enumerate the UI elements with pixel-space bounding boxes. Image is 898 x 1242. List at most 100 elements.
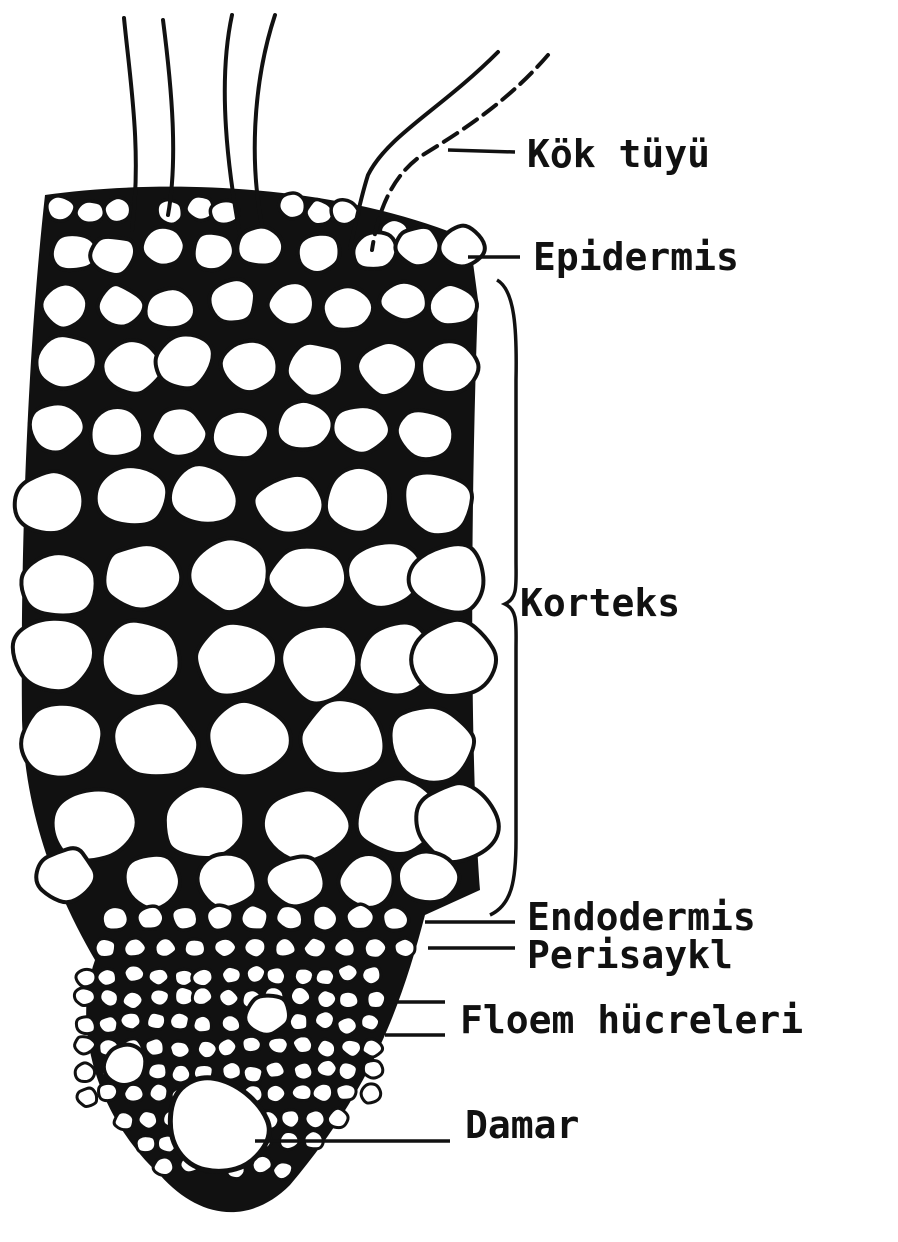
pericycle-cell	[334, 937, 355, 957]
endodermis-cell	[172, 906, 198, 930]
endodermis-cell	[241, 905, 268, 931]
phloem-cell	[124, 1084, 144, 1102]
phloem-cell	[246, 965, 265, 984]
pericycle-cell	[124, 938, 147, 957]
endodermis-cell	[382, 907, 408, 931]
pericycle-cell	[184, 939, 205, 957]
phloem-cell	[317, 990, 337, 1009]
phloem-cell	[315, 1011, 335, 1030]
phloem-cell	[337, 964, 358, 982]
phloem-cell	[114, 1112, 134, 1130]
phloem-cell	[362, 966, 381, 985]
pericycle-cell	[394, 938, 415, 957]
endodermis-cell	[276, 905, 303, 930]
phloem-cell	[148, 1063, 167, 1080]
phloem-cell	[222, 1062, 241, 1081]
cortex-cell	[125, 855, 180, 909]
phloem-cell	[171, 1064, 191, 1082]
phloem-cell	[281, 1110, 300, 1128]
phloem-cell	[76, 1017, 95, 1034]
phloem-cell	[294, 968, 313, 986]
cortex-cell	[36, 848, 95, 902]
cortex-cell	[439, 226, 484, 267]
cortex-cell	[90, 237, 135, 275]
cortex-cell	[326, 467, 389, 533]
phloem-cell	[268, 1037, 289, 1054]
pericycle-cell	[275, 938, 296, 957]
cortex-cell	[15, 471, 84, 533]
phloem-large-cell	[245, 996, 289, 1035]
phloem-cell	[336, 1084, 356, 1100]
endodermis-cell	[312, 905, 337, 931]
phloem-cell	[99, 1083, 118, 1100]
phloem-cell	[363, 1060, 382, 1078]
phloem-cell	[317, 1039, 336, 1058]
label-vessel: Damar	[465, 1103, 579, 1147]
pericycle-cell	[244, 938, 266, 958]
cortex-cell	[323, 286, 373, 330]
phloem-cell	[138, 1111, 158, 1130]
pericycle-cell	[364, 938, 386, 958]
cortex-cell	[21, 553, 95, 615]
phloem-cell	[170, 1012, 190, 1030]
phloem-cell	[242, 1036, 261, 1052]
phloem-cell	[291, 1084, 312, 1101]
phloem-cell	[124, 965, 145, 982]
cortex-cell	[102, 340, 162, 394]
cortex-cell	[267, 547, 346, 609]
phloem-cell	[147, 1012, 166, 1029]
cortex-cell	[21, 704, 102, 778]
phloem-cell	[122, 991, 143, 1009]
phloem-cell	[148, 968, 169, 986]
label-phloem: Floem hücreleri	[460, 998, 803, 1042]
cortex-cell	[197, 854, 256, 908]
phloem-cell	[339, 991, 359, 1008]
phloem-cell	[221, 1015, 240, 1033]
phloem-cell	[100, 989, 119, 1007]
cortex-cell	[353, 232, 396, 269]
phloem-cell	[361, 1084, 381, 1103]
phloem-cell	[315, 969, 334, 986]
phloem-cell	[153, 1157, 174, 1175]
phloem-cell	[312, 1083, 332, 1102]
cortex-cell	[146, 288, 196, 328]
phloem-cell	[367, 990, 386, 1008]
phloem-cell	[145, 1038, 164, 1056]
cortex-cell	[96, 466, 168, 525]
phloem-cell	[75, 1037, 96, 1054]
endodermis-cell	[102, 906, 128, 930]
epidermis-cell	[306, 199, 333, 224]
label-pericycle: Perisaykl	[527, 933, 733, 977]
phloem-cell	[293, 1062, 313, 1080]
cortex-cell	[379, 282, 426, 321]
phloem-cell	[266, 967, 285, 985]
phloem-large-cell	[104, 1045, 146, 1085]
cortex-cell	[104, 544, 181, 609]
phloem-cell	[74, 988, 95, 1006]
epidermis-cell	[47, 196, 75, 221]
phloem-cell	[338, 1062, 357, 1081]
phloem-cell	[273, 1162, 293, 1180]
label-epidermis: Epidermis	[533, 235, 739, 279]
phloem-cell	[243, 1066, 263, 1083]
phloem-cell	[192, 987, 212, 1006]
cortex-cell	[268, 282, 314, 325]
cortex-cell	[395, 227, 439, 266]
pericycle-cell	[155, 938, 177, 958]
phloem-cell	[97, 969, 117, 987]
phloem-cell	[217, 1038, 237, 1057]
cortex-cell	[298, 234, 340, 273]
phloem-cell	[98, 1016, 118, 1034]
cortex-cell	[36, 335, 96, 388]
leader-root-hair	[448, 150, 515, 152]
phloem-cell	[289, 1013, 307, 1031]
phloem-cell	[316, 1059, 337, 1077]
phloem-cell	[219, 988, 239, 1006]
phloem-cell	[266, 1084, 286, 1102]
phloem-cell	[197, 1040, 217, 1058]
phloem-cell	[290, 986, 310, 1005]
phloem-cell	[170, 1041, 190, 1058]
endodermis-cell	[206, 905, 233, 930]
cortex-cell	[421, 341, 478, 393]
epidermis-cell	[279, 193, 306, 219]
